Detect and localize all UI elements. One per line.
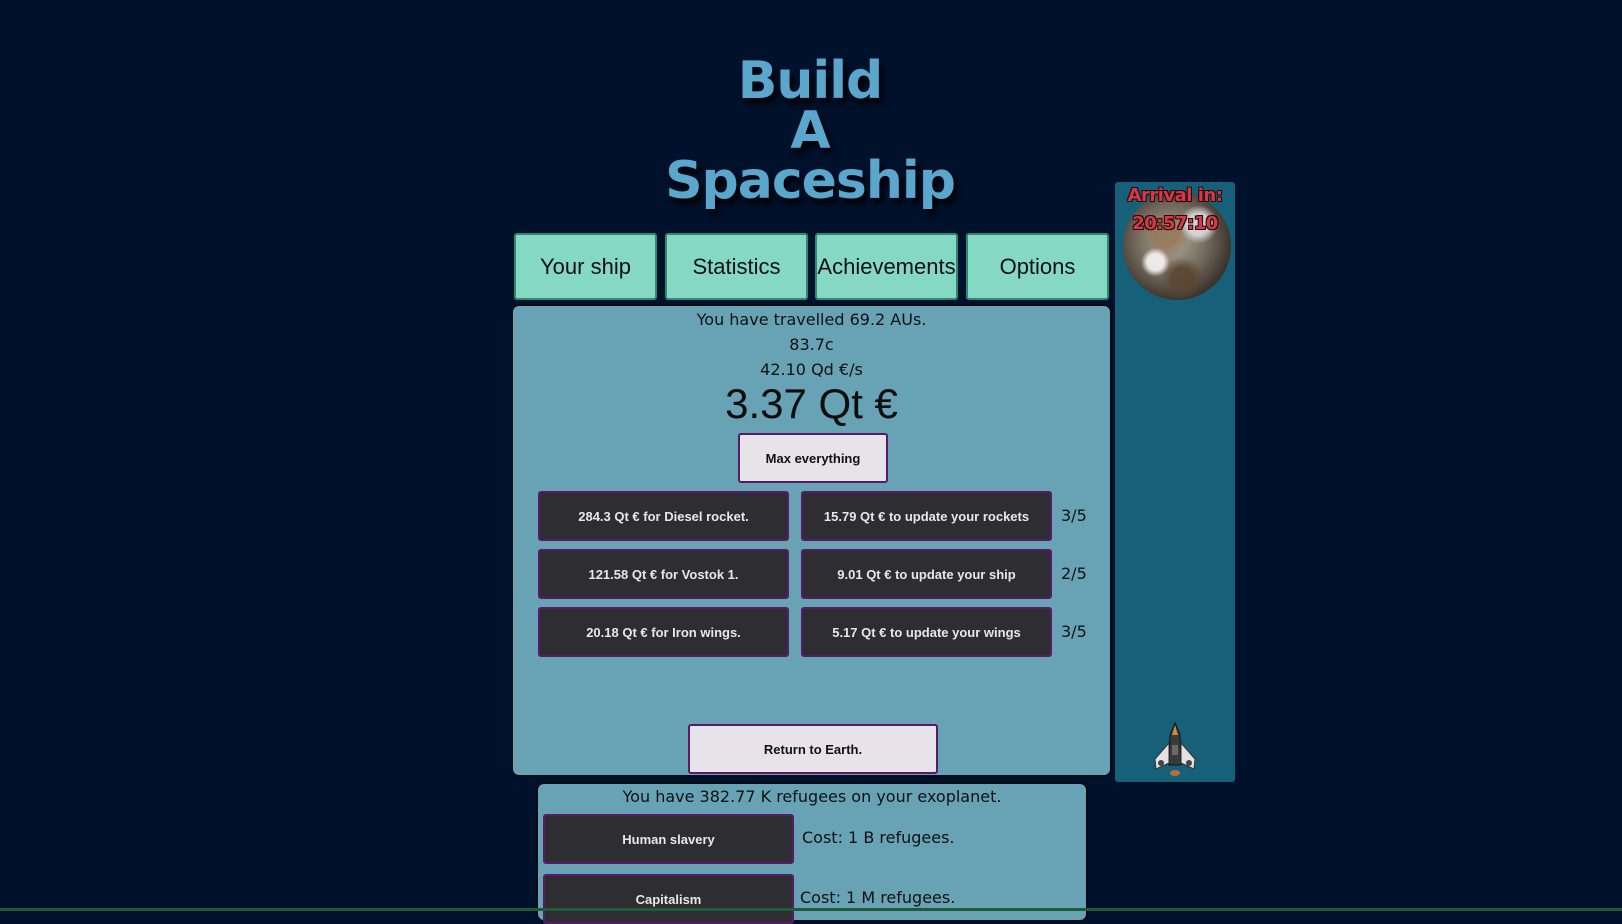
tab-options[interactable]: Options	[966, 233, 1109, 300]
planet-icon	[1123, 192, 1231, 300]
game-title: Build A Spaceship	[640, 51, 980, 211]
distance-travelled: You have travelled 69.2 AUs.	[696, 310, 927, 329]
title-line-2: A Spaceship	[665, 101, 956, 211]
spaceship-icon	[1154, 721, 1196, 776]
tab-your-ship[interactable]: Your ship	[514, 233, 657, 300]
human-slavery-cost: Cost: 1 B refugees.	[802, 828, 955, 847]
arrival-label: Arrival in:	[1127, 185, 1223, 206]
update-rockets-button[interactable]: 15.79 Qt € to update your rockets	[801, 491, 1052, 541]
update-wings-button[interactable]: 5.17 Qt € to update your wings	[801, 607, 1052, 657]
arrival-countdown: 20:57:10	[1132, 213, 1218, 234]
return-to-earth-button[interactable]: Return to Earth.	[688, 724, 938, 774]
human-slavery-button[interactable]: Human slavery	[543, 814, 794, 864]
refugee-panel: You have 382.77 K refugees on your exopl…	[536, 782, 1088, 924]
title-line-1: Build	[737, 51, 884, 111]
buy-iron-wings-button[interactable]: 20.18 Qt € for Iron wings.	[538, 607, 789, 657]
refugee-count: You have 382.77 K refugees on your exopl…	[622, 787, 1002, 806]
tab-statistics[interactable]: Statistics	[665, 233, 808, 300]
speed-readout: 83.7c	[789, 335, 834, 354]
money-total: 3.37 Qt €	[725, 380, 898, 427]
max-everything-button[interactable]: Max everything	[738, 433, 888, 483]
ship-panel: You have travelled 69.2 AUs. 83.7c 42.10…	[511, 304, 1112, 777]
capitalism-cost: Cost: 1 M refugees.	[800, 888, 956, 907]
bottom-edge	[0, 908, 1622, 911]
capitalism-button[interactable]: Capitalism	[543, 874, 794, 924]
update-ship-button[interactable]: 9.01 Qt € to update your ship	[801, 549, 1052, 599]
buy-vostok-button[interactable]: 121.58 Qt € for Vostok 1.	[538, 549, 789, 599]
ship-level: 2/5	[1061, 564, 1087, 583]
tab-achievements[interactable]: Achievements	[815, 233, 958, 300]
rockets-level: 3/5	[1061, 506, 1087, 525]
income-rate: 42.10 Qd €/s	[760, 360, 863, 379]
wings-level: 3/5	[1061, 622, 1087, 641]
buy-diesel-rocket-button[interactable]: 284.3 Qt € for Diesel rocket.	[538, 491, 789, 541]
journey-sidebar: Arrival in: 20:57:10	[1115, 182, 1235, 782]
